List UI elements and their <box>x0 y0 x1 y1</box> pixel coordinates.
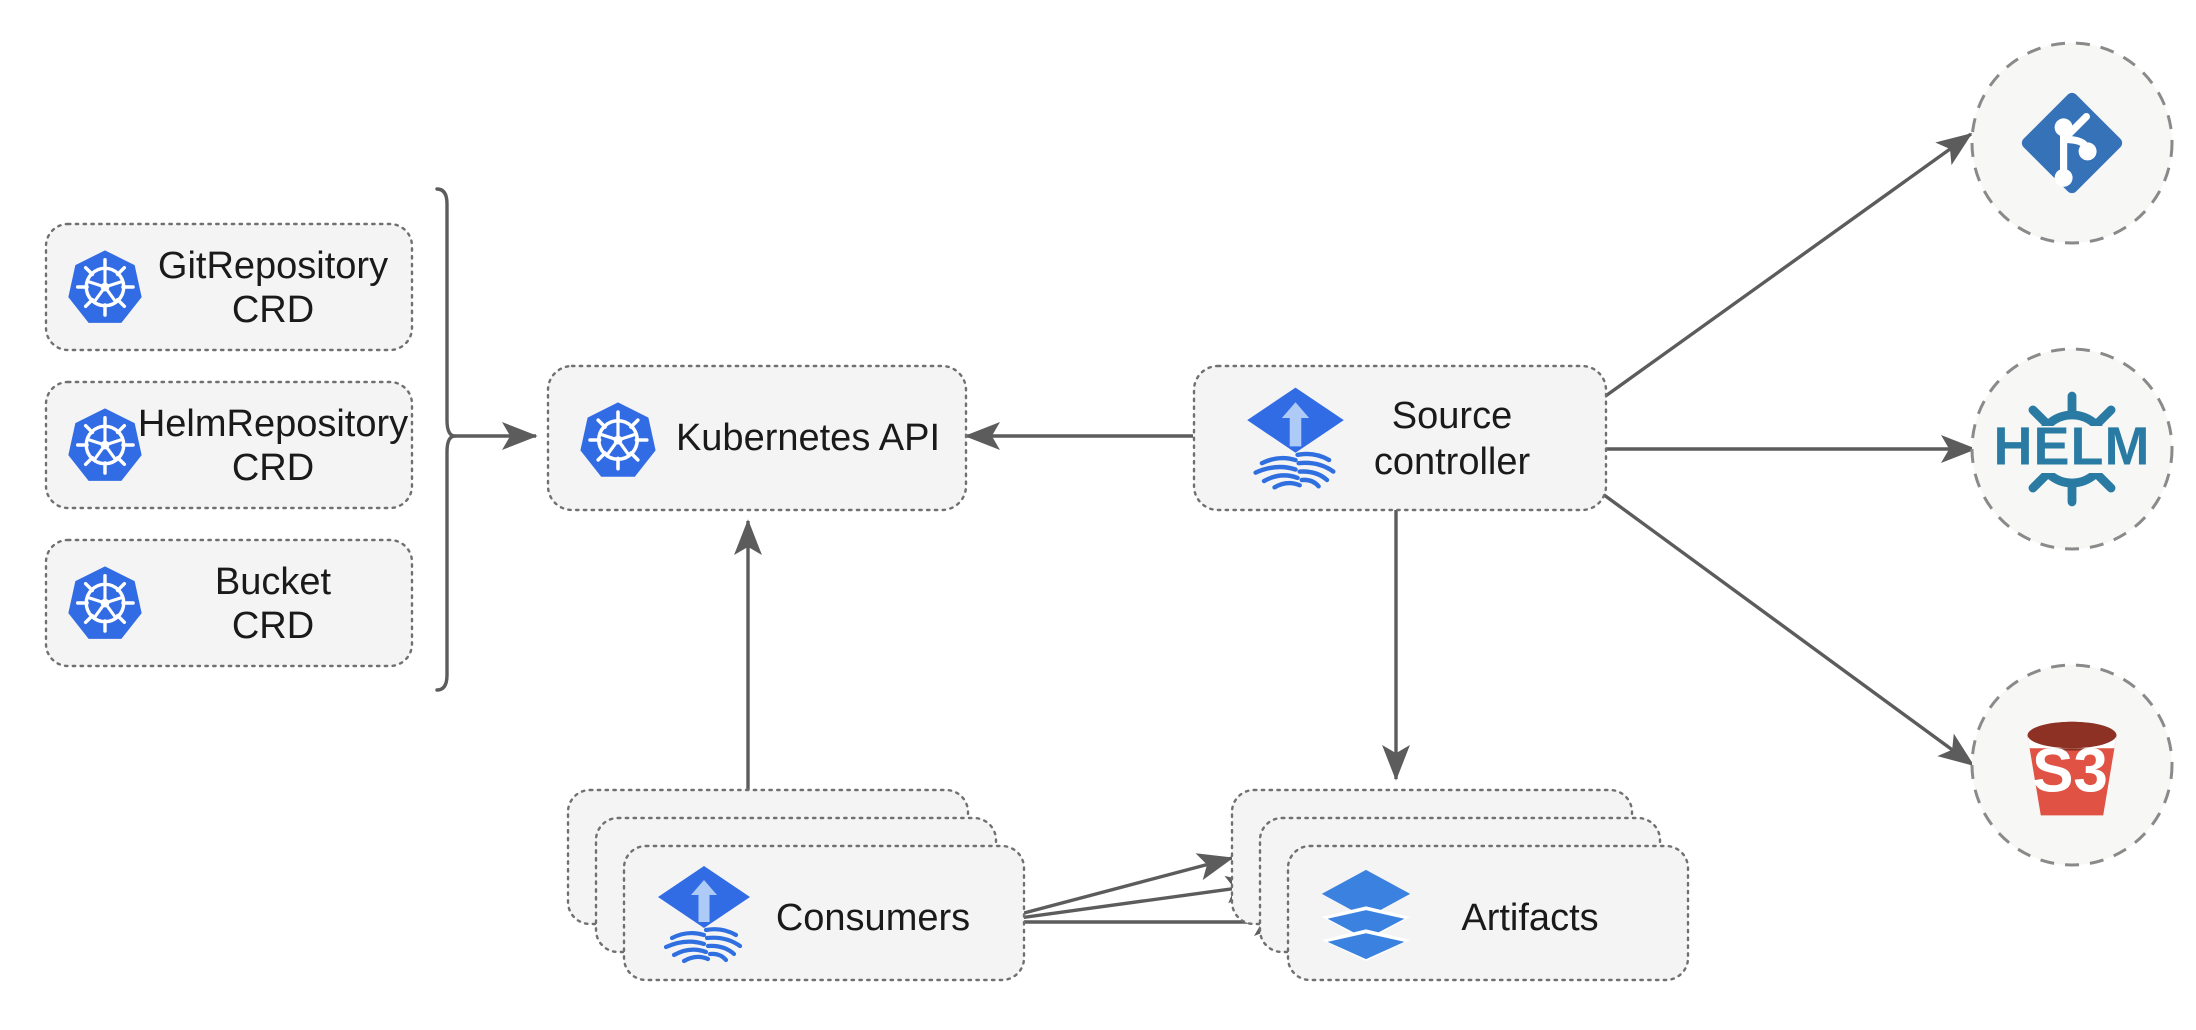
edge-source-controller-to-git <box>1599 132 1973 402</box>
crd-box-bucket[interactable]: Bucket CRD <box>44 538 414 668</box>
node-kubernetes-api[interactable]: Kubernetes API <box>546 364 968 512</box>
node-git-source[interactable] <box>1970 41 2174 245</box>
crd-label-line1: HelmRepository <box>138 403 408 445</box>
edge-consumers-to-artifacts-top <box>989 853 1234 924</box>
edge-consumers-to-artifacts-middle <box>989 875 1262 924</box>
crd-label-line1: GitRepository <box>158 245 388 287</box>
edges-group <box>455 132 1977 936</box>
node-helm-repository[interactable]: HELM <box>1970 347 2174 551</box>
node-consumers[interactable]: Consumers <box>566 788 1026 982</box>
helm-label: HELM <box>1994 416 2151 476</box>
crd-box-helmrepository[interactable]: HelmRepository CRD <box>44 380 414 510</box>
crd-group: GitRepository CRD HelmRepository CRD Buc… <box>44 222 414 668</box>
source-controller-label-line2: controller <box>1374 441 1531 483</box>
s3-label: S3 <box>2032 736 2108 805</box>
edge-source-controller-to-s3 <box>1598 490 1975 767</box>
consumers-label: Consumers <box>776 897 970 939</box>
crd-label-line2: CRD <box>232 289 314 331</box>
helm-icon: HELM <box>1994 396 2151 502</box>
node-source-controller[interactable]: Source controller <box>1192 364 1608 512</box>
crd-label-line2: CRD <box>232 605 314 647</box>
crd-box-gitrepository[interactable]: GitRepository CRD <box>44 222 414 352</box>
node-artifacts[interactable]: Artifacts <box>1230 788 1690 982</box>
node-s3-bucket[interactable]: S3 <box>1970 663 2174 867</box>
crd-label-line1: Bucket <box>215 561 332 603</box>
kubernetes-api-label: Kubernetes API <box>676 417 940 459</box>
crd-bracket <box>435 187 457 692</box>
source-controller-label-line1: Source <box>1392 395 1512 437</box>
artifacts-label: Artifacts <box>1461 897 1598 939</box>
crd-label-line2: CRD <box>232 447 314 489</box>
s3-bucket-icon: S3 <box>2027 721 2117 816</box>
